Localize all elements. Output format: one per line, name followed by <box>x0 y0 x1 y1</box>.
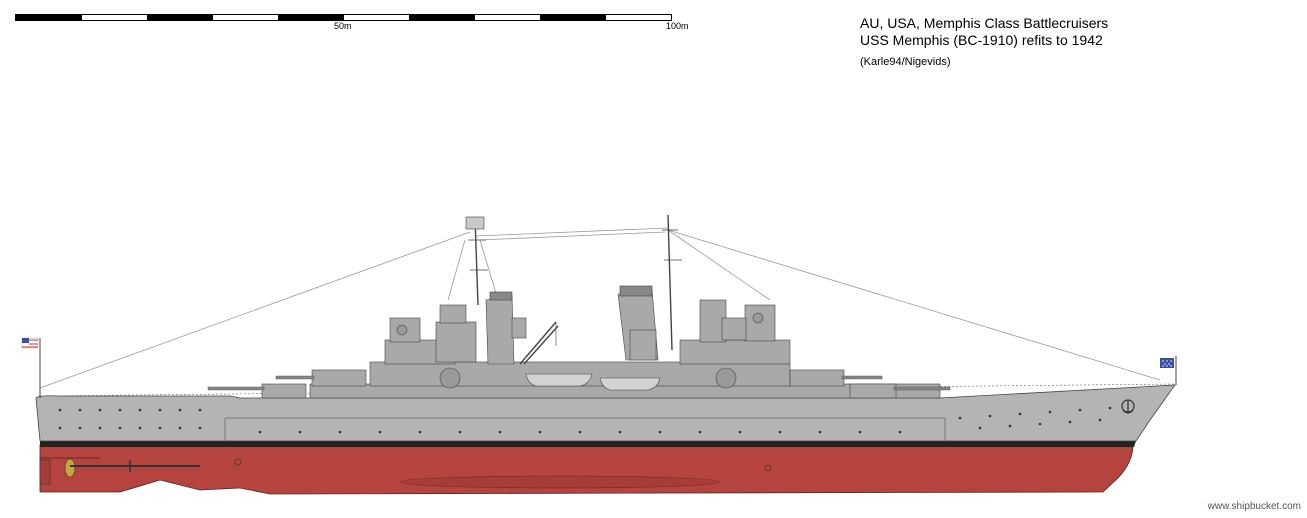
author-credit: (Karle94/Nigevids) <box>860 56 951 68</box>
scale-segment <box>540 15 606 20</box>
boot-topping <box>40 441 1136 447</box>
aft-turret-y <box>207 383 307 399</box>
scale-segment <box>278 15 344 20</box>
watermark: www.shipbucket.com <box>1207 501 1301 512</box>
aft-turret-x <box>275 369 367 387</box>
ship-class-title: AU, USA, Memphis Class Battlecruisers <box>860 15 1109 31</box>
scale-label-100m: 100m <box>666 21 689 31</box>
scale-segment <box>212 15 278 20</box>
lower-hull <box>39 444 1134 495</box>
upper-hull <box>35 384 1176 442</box>
portholes <box>58 406 1112 434</box>
ship-name-title: USS Memphis (BC-1910) refits to 1942 <box>860 32 1103 48</box>
scale-label-50m: 50m <box>334 21 352 31</box>
us-jack-icon <box>1160 356 1177 385</box>
aircraft-crane <box>519 321 559 365</box>
aft-mast <box>465 216 488 306</box>
aft-superstructure <box>384 304 477 389</box>
scale-segment <box>81 15 147 20</box>
propeller <box>39 458 200 485</box>
fore-superstructure <box>679 299 791 389</box>
aft-funnel <box>485 291 527 365</box>
scale-segment <box>409 15 475 20</box>
scale-segment <box>16 15 82 20</box>
scale-bar <box>15 14 672 21</box>
us-flag-icon <box>21 337 41 398</box>
scale-segment <box>147 15 213 20</box>
scale-segment <box>474 15 540 20</box>
title-block: AU, USA, Memphis Class Battlecruisers US… <box>860 15 1108 68</box>
anchor-icon <box>1121 399 1135 414</box>
bilge-keel <box>399 475 721 489</box>
fore-funnel <box>617 285 659 361</box>
fore-turret-a <box>849 383 951 399</box>
rigging <box>39 227 1161 389</box>
fore-turret-b <box>789 369 883 387</box>
scale-segment <box>343 15 409 20</box>
ship-boats <box>525 373 661 391</box>
scale-segment <box>605 15 671 20</box>
fore-mast <box>662 214 682 351</box>
